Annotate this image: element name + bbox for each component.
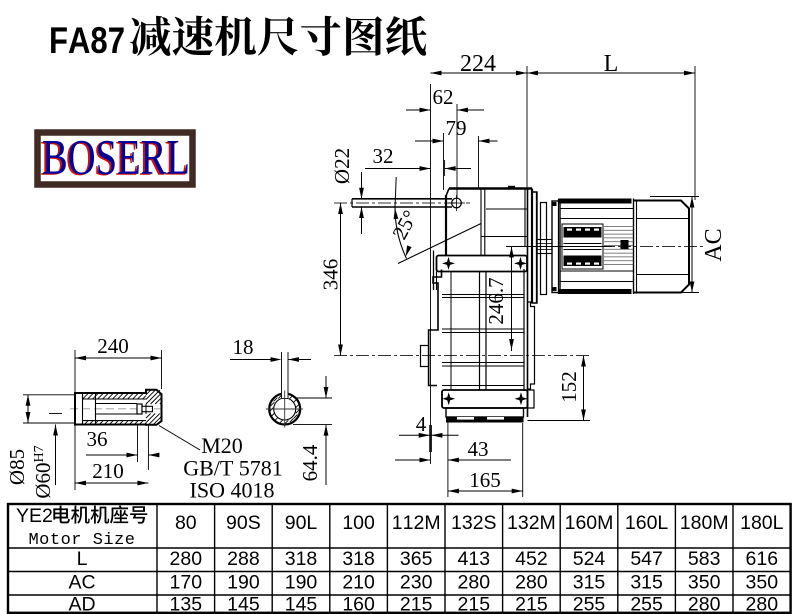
svg-text:180L: 180L [740,512,784,534]
svg-text:FA87: FA87 [49,20,125,61]
svg-text:240: 240 [97,334,129,358]
svg-text:315: 315 [573,572,606,594]
svg-text:L: L [77,548,88,570]
svg-text:62: 62 [433,85,454,109]
svg-text:230: 230 [400,572,433,594]
svg-text:224: 224 [460,51,496,77]
svg-text:288: 288 [227,548,260,570]
svg-text:90S: 90S [226,512,261,534]
svg-text:GB/T 5781: GB/T 5781 [183,456,283,481]
svg-text:152: 152 [557,371,581,403]
svg-text:280: 280 [515,572,548,594]
svg-text:90L: 90L [285,512,318,534]
svg-text:215: 215 [400,594,433,614]
svg-text:365: 365 [400,548,433,570]
svg-text:210: 210 [92,459,124,483]
svg-text:132S: 132S [451,512,497,534]
svg-text:ISO 4018: ISO 4018 [190,478,275,503]
svg-text:112M: 112M [392,512,441,534]
svg-text:452: 452 [515,548,548,570]
svg-text:18: 18 [233,335,254,359]
svg-text:280: 280 [458,572,491,594]
svg-text:145: 145 [227,594,260,614]
svg-text:132M: 132M [507,512,556,534]
svg-text:135: 135 [170,594,203,614]
svg-text:318: 318 [285,548,318,570]
svg-text:160M: 160M [565,512,614,534]
svg-text:280: 280 [688,594,721,614]
svg-text:80: 80 [175,512,197,534]
svg-text:79: 79 [446,116,467,140]
svg-text:AD: AD [68,594,95,614]
svg-text:4: 4 [416,412,427,436]
svg-text:280: 280 [170,548,203,570]
svg-text:346: 346 [319,259,343,291]
svg-text:AC: AC [68,572,95,594]
svg-text:318: 318 [342,548,375,570]
svg-text:AC: AC [701,228,727,261]
svg-text:246.7: 246.7 [484,277,508,324]
svg-text:350: 350 [688,572,721,594]
svg-text:350: 350 [746,572,779,594]
svg-text:255: 255 [573,594,606,614]
svg-text:170: 170 [170,572,203,594]
svg-text:100: 100 [342,512,375,534]
svg-text:413: 413 [458,548,491,570]
svg-text:M20: M20 [201,433,243,458]
svg-text:547: 547 [630,548,663,570]
svg-text:36: 36 [87,427,108,451]
svg-text:190: 190 [227,572,260,594]
svg-text:160L: 160L [625,512,669,534]
svg-text:L: L [604,51,619,77]
svg-text:YE2: YE2 [16,505,53,527]
svg-text:215: 215 [515,594,548,614]
svg-text:BOSERL: BOSERL [42,129,190,185]
svg-text:210: 210 [342,572,375,594]
svg-text:BOSERL: BOSERL [40,130,188,186]
svg-text:255: 255 [630,594,663,614]
svg-text:524: 524 [573,548,606,570]
svg-text:280: 280 [746,594,779,614]
svg-text:Motor Size: Motor Size [28,531,135,550]
svg-text:315: 315 [630,572,663,594]
svg-text:Ø85: Ø85 [5,449,29,485]
svg-text:215: 215 [458,594,491,614]
svg-text:616: 616 [746,548,779,570]
svg-text:64.4: 64.4 [298,444,322,481]
svg-text:160: 160 [342,594,375,614]
svg-text:Ø22: Ø22 [330,148,354,184]
svg-text:165: 165 [469,468,501,492]
svg-text:190: 190 [285,572,318,594]
svg-text:43: 43 [468,437,489,461]
svg-text:180M: 180M [680,512,729,534]
svg-text:145: 145 [285,594,318,614]
svg-text:583: 583 [688,548,721,570]
svg-text:32: 32 [373,144,394,168]
